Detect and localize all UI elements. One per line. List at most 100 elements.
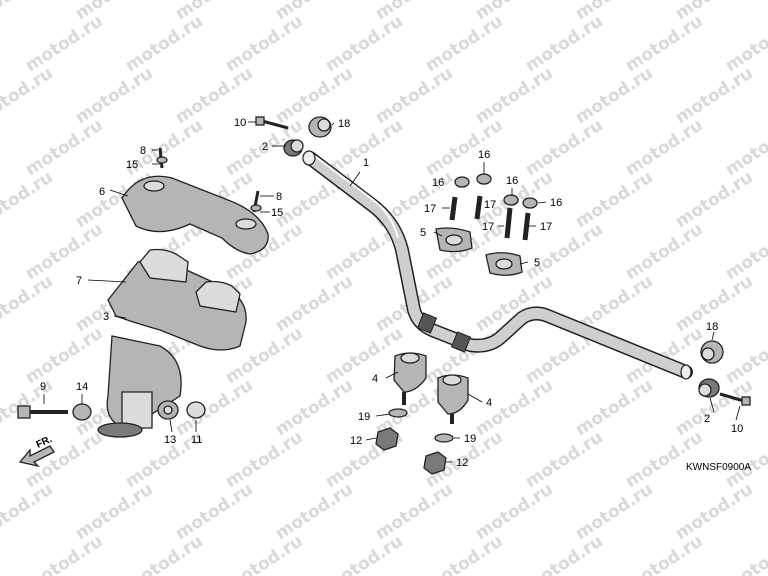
callout-3: 3: [103, 311, 109, 323]
nut-13: [157, 400, 179, 420]
watermark-text: motod.ru: [472, 479, 557, 544]
callout-10-right: 10: [731, 423, 743, 435]
callout-12-left: 12: [350, 435, 362, 447]
callout-5-left: 5: [420, 227, 426, 239]
watermark-text: motod.ru: [372, 63, 457, 128]
callout-18-right: 18: [706, 321, 718, 333]
callouts: 1 2 2 3 4 4 5 5 6 7 8 8 9 10 10 11 12 12…: [40, 117, 743, 469]
callout-5-right: 5: [534, 257, 540, 269]
callout-8-left: 8: [140, 145, 146, 157]
watermark-text: motod.ru: [22, 531, 107, 576]
callout-16-a: 16: [478, 149, 490, 161]
watermark-text: motod.ru: [272, 271, 357, 336]
callout-4-right: 4: [486, 397, 492, 409]
callout-9: 9: [40, 381, 46, 393]
handlebar-cover: [121, 175, 269, 255]
watermark-text: motod.ru: [422, 531, 507, 576]
watermark-text: motod.ru: [22, 219, 107, 284]
watermark-text: motod.ru: [272, 375, 357, 440]
callout-13: 13: [164, 434, 176, 446]
bar-end-right: [698, 378, 720, 398]
callout-17-b: 17: [484, 199, 496, 211]
callout-19-right: 19: [464, 433, 476, 445]
watermark-text: motod.ru: [22, 323, 107, 388]
watermark-text: motod.ru: [222, 427, 307, 492]
watermark-text: motod.ru: [572, 63, 657, 128]
callout-18-left: 18: [338, 118, 350, 130]
washer-right: [434, 433, 454, 443]
watermark-text: motod.ru: [172, 479, 257, 544]
knurl-bands: [416, 312, 472, 353]
upper-holder-left: [435, 227, 473, 253]
callout-17-c: 17: [482, 221, 494, 233]
watermark-text: motod.ru: [0, 63, 57, 128]
watermark-text: motod.ru: [422, 115, 507, 180]
bolt-9: [17, 405, 68, 419]
watermark-text: motod.ru: [622, 427, 707, 492]
callout-2-left: 2: [262, 141, 268, 153]
watermark-text: motod.ru: [672, 479, 757, 544]
watermark-text: motod.ru: [72, 63, 157, 128]
watermark-text: motod.ru: [422, 11, 507, 76]
callout-15-right: 15: [271, 207, 283, 219]
watermark-text: motod.ru: [322, 531, 407, 576]
watermark-text: motod.ru: [622, 219, 707, 284]
watermark-text: motod.ru: [0, 0, 57, 24]
callout-12-right: 12: [456, 457, 468, 469]
bolt-left-end: [255, 116, 289, 130]
watermark-text: motod.ru: [622, 115, 707, 180]
callout-14: 14: [76, 381, 88, 393]
watermark-text: motod.ru: [522, 531, 607, 576]
watermark-text: motod.ru: [0, 479, 57, 544]
callout-6: 6: [99, 186, 105, 198]
watermark-text: motod.ru: [122, 531, 207, 576]
watermark-text: motod.ru: [222, 11, 307, 76]
nut-left: [375, 427, 399, 451]
watermark-text: motod.ru: [622, 531, 707, 576]
watermark-text: motod.ru: [572, 479, 657, 544]
watermark-text: motod.ru: [622, 11, 707, 76]
callout-1: 1: [363, 157, 369, 169]
watermark-text: motod.ru: [522, 11, 607, 76]
nut-14: [72, 403, 92, 421]
lower-holder-right: [437, 374, 469, 424]
callout-16-d: 16: [550, 197, 562, 209]
leader-lines: [43, 121, 741, 463]
callout-10-left: 10: [234, 117, 246, 129]
callout-2-right: 2: [704, 413, 710, 425]
watermark-text: motod.ru: [672, 167, 757, 232]
callout-17-d: 17: [540, 221, 552, 233]
callout-19-left: 19: [358, 411, 370, 423]
lower-holder-left: [393, 352, 427, 405]
washer-left: [388, 408, 408, 418]
upper-holder-right: [485, 252, 523, 276]
watermark-text: motod.ru: [672, 63, 757, 128]
watermark-text: motod.ru: [572, 167, 657, 232]
watermark-text: motod.ru: [722, 531, 768, 576]
nut-right: [423, 451, 447, 475]
watermark-text: motod.ru: [222, 531, 307, 576]
callout-16-b: 16: [432, 177, 444, 189]
cover-bolts: [156, 147, 262, 213]
watermark-text: motod.ru: [122, 11, 207, 76]
watermark-text: motod.ru: [522, 115, 607, 180]
callout-15-left: 15: [126, 159, 138, 171]
diagram-code: KWNSF0900A: [686, 462, 751, 473]
watermark-text: motod.ru: [572, 375, 657, 440]
callout-7: 7: [76, 275, 82, 287]
watermark-text: motod.ru: [322, 11, 407, 76]
fork-top-bridge: [107, 248, 247, 351]
callout-8-right: 8: [276, 191, 282, 203]
watermark-text: motod.ru: [22, 11, 107, 76]
holder-bolts: [449, 173, 538, 241]
front-arrow: [18, 445, 55, 468]
watermark-text: motod.ru: [522, 219, 607, 284]
bar-end-weight-right: [700, 340, 724, 364]
watermark-text: motod.ru: [472, 375, 557, 440]
watermark-text: motod.ru: [22, 115, 107, 180]
nut-11: [186, 401, 206, 419]
watermark-text: motod.ru: [372, 479, 457, 544]
bolt-right-end: [719, 392, 751, 406]
